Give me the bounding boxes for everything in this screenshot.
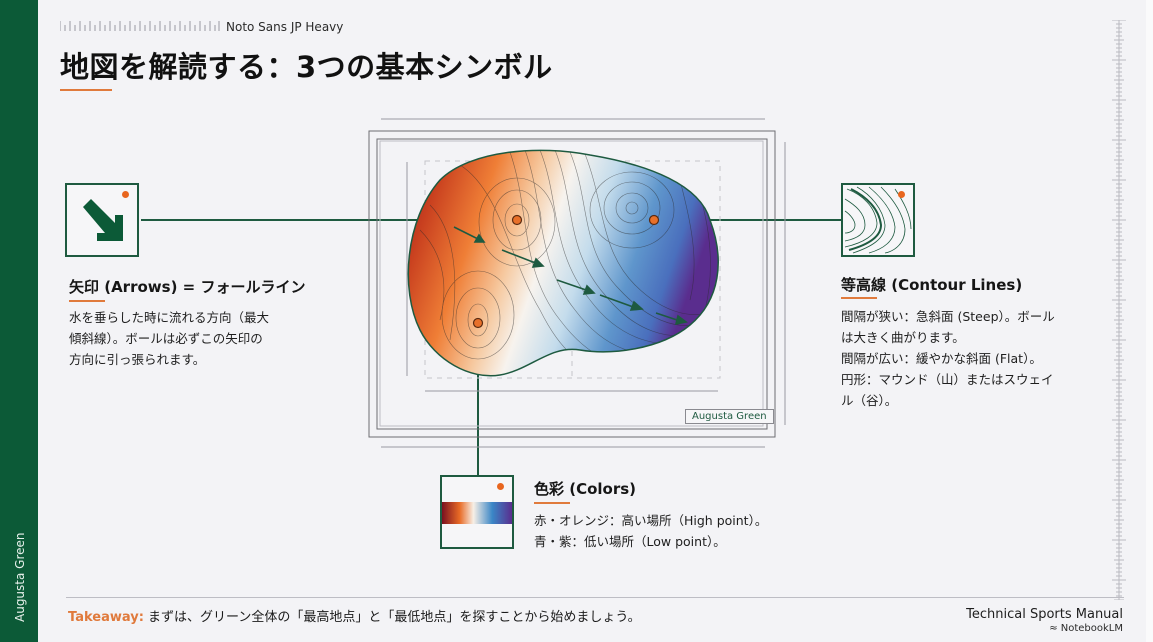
color-gradient-icon bbox=[442, 502, 512, 524]
arrows-description: 水を垂らした時に流れる方向（最大 傾斜線）。ボールは必ずこの矢印の 方向に引っ張… bbox=[69, 310, 270, 367]
orange-dot-icon bbox=[122, 191, 129, 198]
footer-credits: Technical Sports Manual ≈ NotebookLM bbox=[966, 607, 1123, 634]
sidebar-label: Augusta Green bbox=[13, 532, 27, 622]
arrows-icon-box bbox=[65, 183, 139, 257]
arrows-title: 矢印 (Arrows) = フォールライン bbox=[69, 278, 306, 296]
colors-underline bbox=[534, 502, 570, 504]
arrow-down-right-icon bbox=[83, 199, 123, 241]
connector-contours bbox=[654, 219, 841, 221]
connector-arrows bbox=[141, 219, 519, 221]
contours-underline bbox=[841, 297, 877, 299]
manual-label: Technical Sports Manual bbox=[966, 607, 1123, 622]
orange-dot-icon bbox=[898, 191, 905, 198]
page-edge bbox=[1146, 0, 1153, 642]
footer-divider bbox=[66, 597, 1124, 598]
title-underline bbox=[60, 89, 112, 91]
font-label: Noto Sans JP Heavy bbox=[226, 20, 344, 34]
orange-dot-icon bbox=[497, 483, 504, 490]
takeaway-label: Takeaway: bbox=[68, 610, 144, 625]
contours-description: 間隔が狭い：急斜面 (Steep）。ボール は大きく曲がります。 間隔が広い：緩… bbox=[841, 309, 1055, 408]
takeaway: Takeaway: まずは、グリーン全体の「最高地点」と「最低地点」を探すことか… bbox=[68, 606, 641, 625]
connector-colors bbox=[477, 324, 479, 476]
ruler-icon bbox=[60, 21, 220, 31]
contour-lines-icon bbox=[844, 186, 912, 254]
sidebar-band: Augusta Green bbox=[0, 0, 38, 642]
contours-icon-box bbox=[841, 183, 915, 257]
colors-icon-box bbox=[440, 475, 514, 549]
colors-title: 色彩 (Colors) bbox=[534, 480, 637, 498]
green-contour-map bbox=[368, 118, 786, 448]
vertical-ruler-icon bbox=[1112, 20, 1126, 600]
page-title: 地図を解読する：3つの基本シンボル bbox=[60, 50, 553, 84]
brand: ≈ NotebookLM bbox=[1049, 623, 1123, 634]
notebooklm-logo-icon: ≈ bbox=[1049, 623, 1061, 634]
colors-description: 赤・オレンジ：高い場所（High point）。 青・紫：低い場所（Low po… bbox=[534, 513, 768, 549]
takeaway-text: まずは、グリーン全体の「最高地点」と「最低地点」を探すことから始めましょう。 bbox=[143, 610, 641, 625]
arrows-underline bbox=[69, 300, 105, 302]
map-badge: Augusta Green bbox=[685, 409, 774, 424]
contours-title: 等高線 (Contour Lines) bbox=[841, 276, 1023, 294]
